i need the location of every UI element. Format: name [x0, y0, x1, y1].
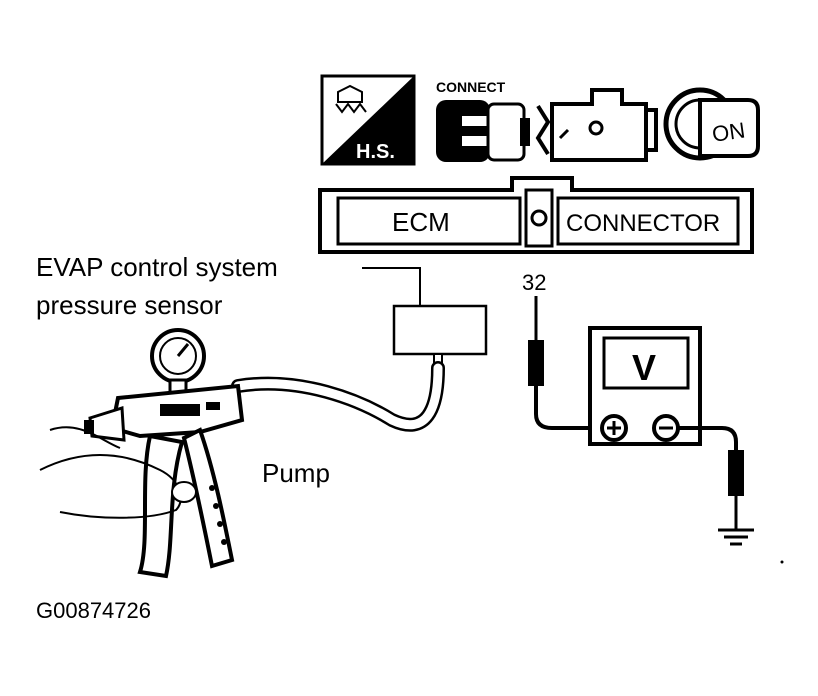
terminal-number-label: 32	[522, 270, 546, 295]
hood-icon-label: H.S.	[356, 141, 395, 163]
sensor-leader-line	[362, 267, 421, 306]
ignition-on-label: ON	[710, 117, 746, 146]
connector-icon-label: CONNECT	[436, 79, 506, 95]
sensor-label-line2: pressure sensor	[36, 290, 223, 320]
engine-icon	[535, 88, 658, 162]
connector-icon: CONNECT	[436, 79, 530, 162]
ignition-key-icon: ON	[663, 87, 760, 161]
sensor-label-line1: EVAP control system	[36, 252, 278, 282]
positive-probe	[528, 296, 600, 430]
pressure-sensor-box	[392, 304, 488, 356]
connector-label: CONNECTOR	[566, 210, 720, 237]
ground-icon	[718, 528, 754, 546]
hood-open-icon: H.S.	[320, 74, 416, 166]
voltmeter: V	[588, 326, 702, 446]
vacuum-pump	[39, 328, 245, 579]
figure-id: G00874726	[36, 598, 151, 623]
pump-label: Pump	[262, 458, 330, 488]
ecm-connector: ECM CONNECTOR	[318, 176, 754, 254]
voltmeter-display: V	[632, 347, 656, 388]
ecm-label: ECM	[392, 207, 450, 237]
negative-probe	[678, 426, 744, 530]
